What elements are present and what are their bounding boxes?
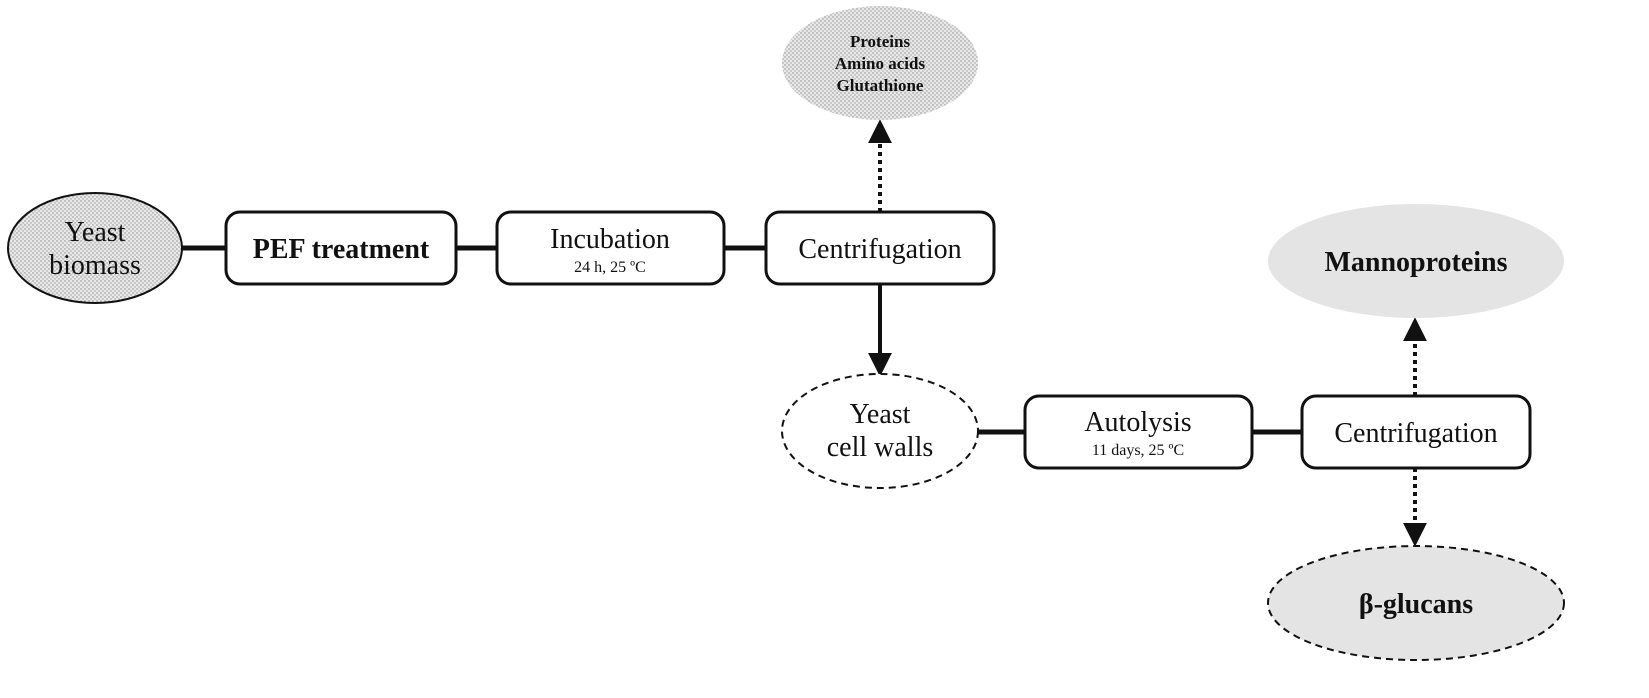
soluble-products-line3: Glutathione (837, 76, 924, 95)
incubation-conditions: 24 h, 25 ºC (574, 259, 646, 276)
node-yeast-cell-walls: Yeast cell walls (781, 373, 979, 489)
yeast-cell-walls-line1: Yeast (850, 399, 911, 430)
node-autolysis: Autolysis 11 days, 25 ºC (1023, 394, 1254, 470)
node-incubation: Incubation 24 h, 25 ºC (495, 210, 726, 286)
beta-glucans-label: β-glucans (1359, 589, 1473, 620)
autolysis-label: Autolysis (1084, 407, 1191, 438)
node-centrifugation-2: Centrifugation (1300, 394, 1532, 470)
yeast-cell-walls-line2: cell walls (827, 432, 934, 463)
node-beta-glucans: β-glucans (1267, 545, 1565, 661)
soluble-products-line1: Proteins (850, 32, 911, 51)
node-centrifugation-1: Centrifugation (764, 210, 996, 286)
node-mannoproteins: Mannoproteins (1268, 204, 1564, 318)
soluble-products-line2: Amino acids (835, 54, 926, 73)
incubation-label: Incubation (550, 224, 670, 255)
autolysis-conditions: 11 days, 25 ºC (1092, 442, 1184, 459)
node-pef-treatment: PEF treatment (224, 210, 458, 286)
centrifugation-1-label: Centrifugation (798, 234, 961, 265)
yeast-biomass-line2: biomass (49, 250, 141, 281)
node-soluble-products: Proteins Amino acids Glutathione (782, 6, 978, 120)
mannoproteins-label: Mannoproteins (1324, 247, 1507, 278)
node-yeast-biomass: Yeast biomass (7, 192, 183, 304)
pef-treatment-label: PEF treatment (253, 234, 430, 265)
yeast-biomass-line1: Yeast (65, 217, 126, 248)
centrifugation-2-label: Centrifugation (1334, 418, 1497, 449)
